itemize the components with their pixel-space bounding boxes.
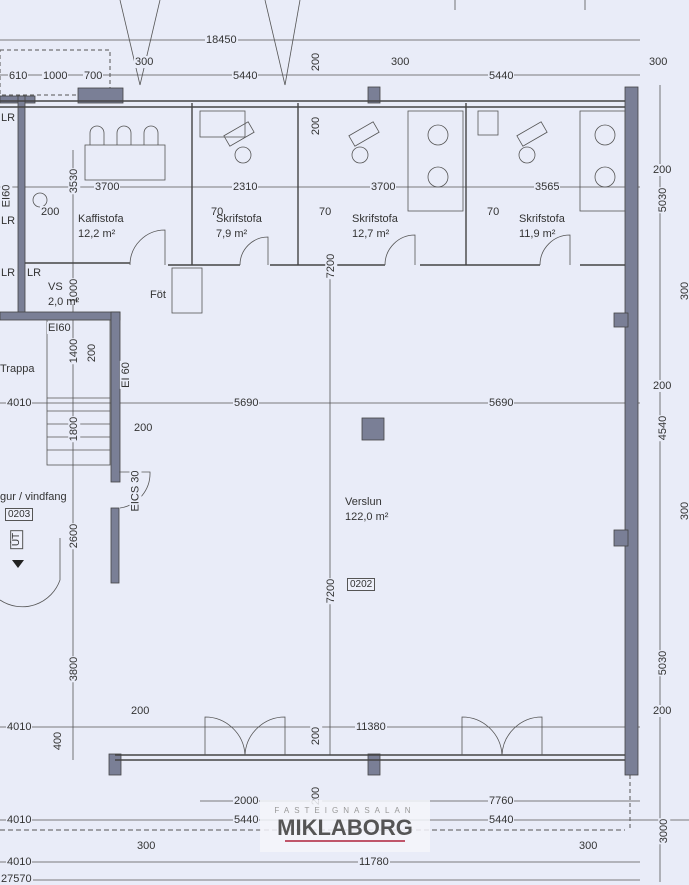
dim: 300 <box>578 840 599 852</box>
dim: 1800 <box>68 415 81 443</box>
exit-arrow-icon <box>12 560 24 568</box>
logo-underline <box>285 840 405 842</box>
dim: 5690 <box>233 397 260 409</box>
dim: 70 <box>210 206 225 218</box>
dim: 200 <box>652 164 673 176</box>
dim: 3000 <box>658 817 671 845</box>
dim: 5440 <box>488 70 515 82</box>
dim: 3700 <box>94 181 121 193</box>
fire-rating-label: EI60 <box>0 183 13 209</box>
dim: 5440 <box>488 814 515 826</box>
dim: 4540 <box>657 414 670 442</box>
room-name: Kaffistofa <box>78 213 124 225</box>
room-area: 2,0 m² <box>48 296 80 308</box>
doors-and-furniture <box>0 110 626 756</box>
room-name: VS <box>48 281 63 293</box>
dim: 4010 <box>6 856 33 868</box>
room-fot: Föt <box>150 289 166 301</box>
dim: 5030 <box>657 186 670 214</box>
dim: 70 <box>318 206 333 218</box>
dim: 4010 <box>6 721 33 733</box>
room-name: Skrifstofa <box>216 213 262 225</box>
dim: 400 <box>52 730 65 752</box>
dim: 5030 <box>657 649 670 677</box>
room-vindfang: gur / vindfang <box>0 491 67 503</box>
dashed-outline <box>0 49 111 96</box>
dim: 11380 <box>355 721 387 733</box>
dim: 7200 <box>325 252 338 280</box>
label-lr: LR <box>26 267 43 279</box>
dim: 300 <box>679 500 689 522</box>
dim: 610 <box>8 70 29 82</box>
dim: 1000 <box>42 70 69 82</box>
dim: 200 <box>652 380 673 392</box>
dim: 300 <box>648 56 669 68</box>
dim: 3530 <box>68 167 81 195</box>
dim: 2310 <box>232 181 259 193</box>
dim: 4010 <box>6 814 33 826</box>
dim: 2000 <box>233 795 260 807</box>
fire-rating-label: EICS 30 <box>129 469 142 513</box>
dim: 200 <box>130 705 151 717</box>
room-name: Verslun <box>345 496 382 508</box>
dim: 5440 <box>233 814 260 826</box>
label-lr: LR <box>0 215 17 227</box>
room-verslun: Verslun 122,0 m² <box>345 495 388 525</box>
logo-subtitle: FASTEIGNASALAN <box>274 806 416 815</box>
room-number-0203: 0203 <box>5 508 34 521</box>
miklaborg-logo: FASTEIGNASALAN MIKLABORG <box>260 800 430 852</box>
dim: 5440 <box>232 70 259 82</box>
dim: 3700 <box>370 181 397 193</box>
room-skrifstofa-2: Skrifstofa 12,7 m² <box>352 212 398 242</box>
dim: 11780 <box>358 856 390 868</box>
fire-rating-label: EI 60 <box>119 361 132 389</box>
dim: 1400 <box>68 337 81 365</box>
fire-rating-label: EI60 <box>47 322 72 334</box>
dim: 300 <box>679 280 689 302</box>
dim: 300 <box>136 840 157 852</box>
dim: 7760 <box>488 795 515 807</box>
room-vs: VS 2,0 m² <box>48 280 79 310</box>
dim: 7200 <box>325 577 338 605</box>
dim: 700 <box>83 70 104 82</box>
dim: 3800 <box>68 655 81 683</box>
room-area: 12,2 m² <box>78 228 116 240</box>
dim: 200 <box>310 51 323 73</box>
logo-name: MIKLABORG <box>277 815 413 840</box>
dim: 27570 <box>0 873 33 885</box>
room-area: 122,0 m² <box>345 511 389 523</box>
label-lr: LR <box>0 267 17 279</box>
label-lr: LR <box>0 112 17 124</box>
room-number-0202: 0202 <box>347 578 376 591</box>
room-area: 11,9 m² <box>519 228 556 240</box>
walls <box>0 86 639 776</box>
room-area: 7,9 m² <box>216 228 248 240</box>
dim-total-width: 18450 <box>205 34 238 46</box>
dim: 70 <box>486 206 501 218</box>
room-kaffistofa: Kaffistofa 12,2 m² <box>78 212 124 242</box>
dim: 2600 <box>68 522 81 550</box>
dim: 5690 <box>488 397 515 409</box>
dim: 3565 <box>534 181 561 193</box>
dim: 200 <box>310 115 323 137</box>
dim: 4010 <box>6 397 33 409</box>
partitions <box>0 100 625 761</box>
room-skrifstofa-3: Skrifstofa 11,9 m² <box>519 212 565 242</box>
room-skrifstofa-1: Skrifstofa 7,9 m² <box>216 212 262 242</box>
exit-sign: ÚT <box>10 529 24 550</box>
dim: 200 <box>652 705 673 717</box>
dim: 300 <box>390 56 411 68</box>
dim: 300 <box>134 56 155 68</box>
column <box>361 417 385 441</box>
room-area: 12,7 m² <box>352 228 390 240</box>
room-name: Skrifstofa <box>519 213 565 225</box>
dim: 200 <box>40 206 61 218</box>
dim: 200 <box>86 342 99 364</box>
dim: 200 <box>310 725 323 747</box>
dim: 200 <box>133 422 154 434</box>
room-trappa: Trappa <box>0 363 35 375</box>
room-name: Skrifstofa <box>352 213 398 225</box>
